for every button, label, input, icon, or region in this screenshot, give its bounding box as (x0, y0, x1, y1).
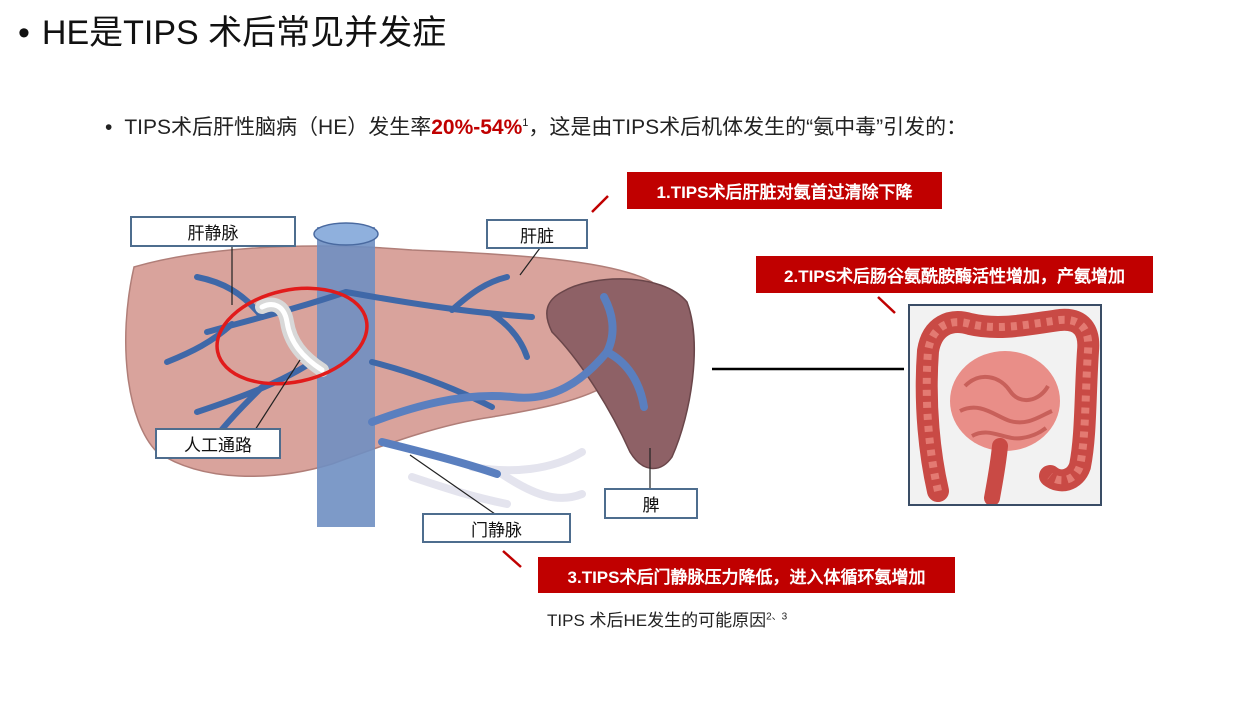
rectum (984, 438, 1008, 506)
vena-cava-top (313, 222, 379, 246)
caption-refs: 2、3 (766, 611, 788, 623)
callout-glutaminase-activity: 2.TIPS术后肠谷氨酰胺酶活性增加，产氨增加 (756, 256, 1153, 293)
liver-anatomy-illustration (112, 212, 717, 527)
vena-cava (317, 227, 375, 527)
shunt-highlight-circle (215, 286, 369, 386)
slide-title: • HE是TIPS 术后常见并发症 (18, 12, 446, 54)
spleen-shape (546, 278, 695, 470)
title-bullet: • (18, 14, 30, 52)
bullet-dot: • (105, 116, 113, 139)
bullet-suffix: ，这是由TIPS术后机体发生的“氨中毒”引发的： (528, 116, 968, 139)
callout-portal-pressure: 3.TIPS术后门静脉压力降低，进入体循环氨增加 (538, 557, 955, 593)
caption-text: TIPS 术后HE发生的可能原因 (547, 611, 767, 630)
label-liver: 肝脏 (486, 219, 588, 249)
callout-first-pass-clearance: 1.TIPS术后肝脏对氨首过清除下降 (627, 172, 942, 209)
title-text: HE是TIPS 术后常见并发症 (41, 14, 447, 52)
incidence-rate: 20%-54% (431, 116, 523, 139)
bullet-ref: 1 (522, 117, 529, 129)
figure-caption: TIPS 术后HE发生的可能原因2、3 (547, 606, 787, 631)
intestine-svg (910, 306, 1100, 506)
label-shunt: 人工通路 (155, 428, 281, 459)
label-hepatic-vein: 肝静脉 (130, 216, 296, 247)
label-spleen: 脾 (604, 488, 698, 519)
bullet-prefix: TIPS术后肝性脑病（HE）发生率 (124, 116, 432, 139)
bullet-incidence: • TIPS术后肝性脑病（HE）发生率20%-54%1，这是由TIPS术后机体发生… (105, 108, 967, 143)
label-portal-vein: 门静脉 (422, 513, 571, 543)
intestine-illustration (908, 304, 1102, 506)
